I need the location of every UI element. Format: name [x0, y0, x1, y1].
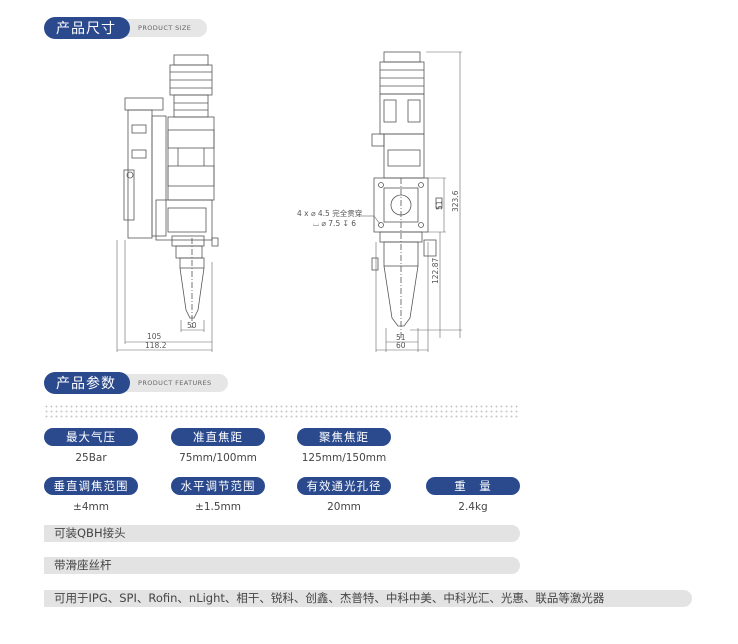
feature-bar-compatible-lasers: 可用于IPG、SPI、Rofin、nLight、相干、锐科、创鑫、杰普特、中科中…	[44, 590, 692, 607]
product-size-subtitle: PRODUCT SIZE	[120, 19, 208, 37]
param-label: 垂直调焦范围	[44, 477, 138, 495]
param-value: 25Bar	[75, 452, 107, 464]
feature-bar-qbh: 可装QBH接头	[44, 525, 520, 542]
dim-right-51-side: 51	[435, 200, 444, 210]
technical-drawings: 50 105 118.2 4 x ⌀ 4.5 完全贯穿 ⌴ ⌀ 7.5 ↧ 6 …	[116, 51, 462, 352]
dim-left-50: 50	[187, 321, 197, 330]
param-focus-focal: 聚焦焦距 125mm/150mm	[297, 428, 391, 464]
dim-right-122: 122.87	[431, 258, 440, 284]
side-view-drawing	[116, 54, 219, 352]
param-label: 最大气压	[44, 428, 138, 446]
dim-right-51-bottom: 51	[396, 333, 406, 342]
param-value: 75mm/100mm	[179, 452, 257, 464]
param-label: 有效通光孔径	[297, 477, 391, 495]
dim-right-60: 60	[396, 341, 406, 350]
feature-bar-slide: 带滑座丝杆	[44, 557, 520, 574]
product-features-header: 产品参数 PRODUCT FEATURES	[44, 372, 228, 394]
dim-right-note-2: ⌴ ⌀ 7.5 ↧ 6	[313, 219, 356, 228]
param-vertical-range: 垂直调焦范围 ±4mm	[44, 477, 138, 513]
param-weight: 重 量 2.4kg	[426, 477, 520, 513]
param-value: 2.4kg	[458, 501, 488, 513]
param-label: 聚焦焦距	[297, 428, 391, 446]
param-label: 准直焦距	[171, 428, 265, 446]
param-label: 重 量	[426, 477, 520, 495]
product-features-subtitle: PRODUCT FEATURES	[120, 374, 228, 392]
product-size-header: 产品尺寸 PRODUCT SIZE	[44, 17, 208, 39]
param-aperture: 有效通光孔径 20mm	[297, 477, 391, 513]
dim-right-323: 323.6	[451, 190, 460, 212]
product-size-title: 产品尺寸	[44, 17, 130, 39]
front-view-drawing	[360, 51, 462, 352]
param-value: 125mm/150mm	[301, 452, 387, 464]
param-collimation-focal: 准直焦距 75mm/100mm	[171, 428, 265, 464]
dim-right-note-1: 4 x ⌀ 4.5 完全贯穿	[297, 208, 362, 218]
param-max-pressure: 最大气压 25Bar	[44, 428, 138, 464]
param-label: 水平调节范围	[171, 477, 265, 495]
param-horizontal-range: 水平调节范围 ±1.5mm	[171, 477, 265, 513]
param-value: 20mm	[327, 501, 361, 513]
param-value: ±1.5mm	[195, 501, 241, 513]
dotted-divider	[44, 404, 520, 418]
product-features-title: 产品参数	[44, 372, 130, 394]
dim-left-105: 105	[147, 332, 162, 341]
dim-left-118: 118.2	[145, 341, 167, 350]
param-value: ±4mm	[73, 501, 109, 513]
